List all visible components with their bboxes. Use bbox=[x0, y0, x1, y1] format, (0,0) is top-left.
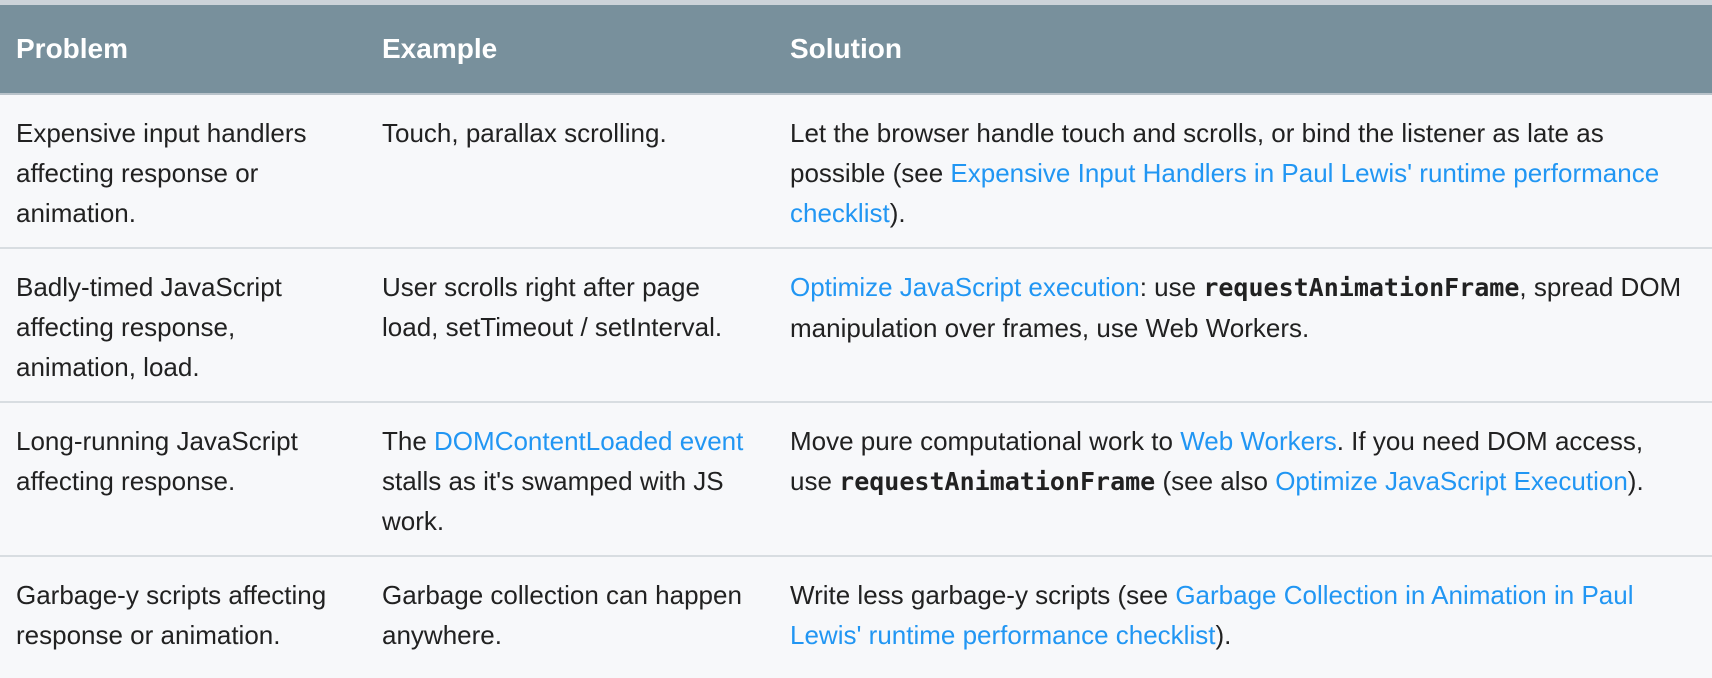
text-run: Garbage collection can happen anywhere. bbox=[382, 580, 742, 650]
text-run: ). bbox=[889, 198, 906, 228]
table-body: Expensive input handlers affecting respo… bbox=[0, 94, 1712, 669]
table-row: Garbage-y scripts affecting response or … bbox=[0, 555, 1712, 669]
text-run: Touch, parallax scrolling. bbox=[382, 118, 667, 148]
text-run: Let the browser handle touch and scrolls… bbox=[790, 118, 1604, 188]
inline-code: requestAnimationFrame bbox=[1203, 273, 1520, 302]
problem-cell: Long-running JavaScript affecting respon… bbox=[0, 401, 366, 556]
table-row: Badly-timed JavaScript affecting respons… bbox=[0, 247, 1712, 402]
text-link[interactable]: Optimize JavaScript Execution bbox=[1275, 466, 1628, 496]
text-run: User scrolls right after page load, setT… bbox=[382, 272, 723, 342]
solution-cell: Let the browser handle touch and scrolls… bbox=[774, 94, 1712, 248]
column-header-problem: Problem bbox=[0, 5, 366, 95]
text-link[interactable]: Web Workers bbox=[1180, 426, 1337, 456]
text-run: ). bbox=[1627, 466, 1644, 496]
text-link[interactable]: Optimize JavaScript execution bbox=[790, 272, 1140, 302]
text-run: stalls as it's swamped with JS work. bbox=[382, 466, 724, 536]
table-row: Expensive input handlers affecting respo… bbox=[0, 94, 1712, 248]
text-link[interactable]: DOMContentLoaded event bbox=[434, 426, 744, 456]
problem-cell: Garbage-y scripts affecting response or … bbox=[0, 555, 366, 669]
text-run: ). bbox=[1215, 620, 1232, 650]
text-run: Move pure computational work to bbox=[790, 426, 1181, 456]
example-cell: Touch, parallax scrolling. bbox=[366, 94, 774, 248]
text-run: (see also bbox=[1155, 466, 1276, 496]
example-cell: The DOMContentLoaded event stalls as it'… bbox=[366, 401, 774, 556]
text-run: Write less garbage-y scripts (see bbox=[790, 580, 1176, 610]
text-link[interactable]: Expensive Input Handlers in Paul Lewis' … bbox=[790, 158, 1660, 228]
problem-cell: Expensive input handlers affecting respo… bbox=[0, 94, 366, 248]
text-run: Garbage-y scripts affecting response or … bbox=[16, 580, 327, 650]
top-strip bbox=[0, 0, 1712, 5]
example-cell: User scrolls right after page load, setT… bbox=[366, 247, 774, 402]
inline-code: requestAnimationFrame bbox=[839, 467, 1156, 496]
solution-cell: Write less garbage-y scripts (see Garbag… bbox=[774, 555, 1712, 669]
text-run: : use bbox=[1139, 272, 1204, 302]
text-run: Long-running JavaScript affecting respon… bbox=[16, 426, 298, 496]
table-row: Long-running JavaScript affecting respon… bbox=[0, 401, 1712, 556]
text-run: Badly-timed JavaScript affecting respons… bbox=[16, 272, 282, 382]
example-cell: Garbage collection can happen anywhere. bbox=[366, 555, 774, 669]
column-header-solution: Solution bbox=[774, 5, 1712, 95]
column-header-example: Example bbox=[366, 5, 774, 95]
text-link[interactable]: Garbage Collection in Animation in Paul … bbox=[790, 580, 1634, 650]
solution-cell: Move pure computational work to Web Work… bbox=[774, 401, 1712, 556]
text-run: , spread DOM manipulation over frames, u… bbox=[790, 272, 1682, 343]
header-row: Problem Example Solution bbox=[0, 5, 1712, 95]
text-run: . If you need DOM access, use bbox=[790, 426, 1644, 496]
text-run: Expensive input handlers affecting respo… bbox=[16, 118, 307, 228]
problem-cell: Badly-timed JavaScript affecting respons… bbox=[0, 247, 366, 402]
text-run: The bbox=[382, 426, 435, 456]
solution-cell: Optimize JavaScript execution: use reque… bbox=[774, 247, 1712, 402]
table-header: Problem Example Solution bbox=[0, 5, 1712, 95]
performance-problems-table: Problem Example Solution Expensive input… bbox=[0, 5, 1712, 669]
